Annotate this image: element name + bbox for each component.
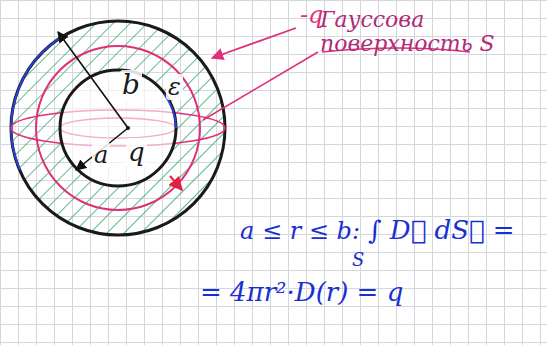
gauss-surface-label: Гауссова поверхность S [320,8,520,56]
outer-sphere [11,21,225,235]
inner-sphere [60,70,176,186]
charge-label: q [126,138,147,167]
equation-text: = 4πr²·D(r) = q [200,278,403,307]
gauss-leader [203,52,318,120]
outer-sphere-ink [11,38,60,170]
equation-text: ∫ D⃗ dS⃗ = [368,216,515,245]
permittivity-label: ε [166,74,183,100]
normal-arrow [170,176,182,190]
radius-label: a [92,142,110,168]
radius-b [58,32,128,128]
charge-label: -q [300,2,323,28]
condition-text: a ≤ r ≤ b: [240,218,360,244]
subscript-text: S [352,250,364,270]
radius-label: b [120,70,142,101]
gauss-sphere [36,46,200,210]
charge-leader [212,28,296,58]
radius-a [76,128,128,170]
dielectric-hatch [11,21,225,235]
